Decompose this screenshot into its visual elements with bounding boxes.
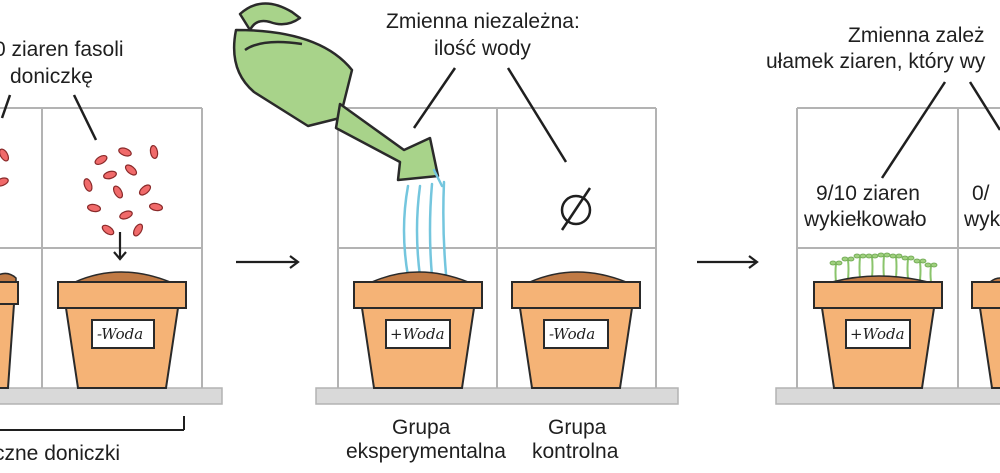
bean-icon: [81, 144, 164, 238]
group-control-line1: Grupa: [548, 416, 607, 439]
watering-can-icon: [232, 2, 440, 182]
panel-3-leader-left: [880, 81, 947, 179]
panel-2-shelf: [315, 387, 679, 405]
panel-1-caption-line2: doniczkę: [10, 65, 93, 88]
panel-2-grid: [337, 107, 657, 388]
pot-with-water: +Woda: [353, 271, 483, 389]
panel-3-leader-right: [968, 81, 1000, 131]
panel-2-leader-right: [506, 67, 568, 163]
pot-left-partial: [0, 272, 19, 389]
panel-1-caption-leader: [72, 94, 98, 141]
panel-1-setup: 0 ziaren fasoli doniczkę: [0, 38, 223, 465]
group-control-line2: kontrolna: [532, 440, 619, 463]
panel-1-grid: [0, 107, 203, 388]
panel-2-caption-line2: ilość wody: [434, 37, 531, 60]
result-control-line1: 0/: [972, 182, 990, 205]
arrow-right-1: [236, 255, 300, 269]
panel-3-results: Zmienna zależ ułamek ziaren, który wy 9/…: [766, 24, 1000, 405]
empty-set-icon: [560, 187, 592, 231]
panel-2-leader-left: [412, 67, 457, 129]
pot-result-partial: [971, 277, 1000, 389]
bean-icon-left: [0, 147, 11, 189]
panel-3-caption-line2: ułamek ziaren, który wy: [766, 50, 986, 73]
group-experimental-line2: eksperymentalna: [346, 440, 506, 463]
panel-3-shelf: [775, 387, 1000, 405]
panel-1-shelf: [0, 387, 223, 405]
pot-no-water: -Woda: [57, 271, 187, 389]
arrow-right-2: [697, 255, 759, 269]
drop-arrow: [113, 232, 127, 261]
pot-label-plus-water: +Woda: [390, 325, 445, 343]
panel-3-grid: [796, 107, 1000, 388]
panel-1-caption-leader-left: [0, 94, 12, 119]
bottom-bracket: [0, 416, 185, 431]
sprout-icon: [829, 252, 938, 283]
water-stream: [402, 168, 448, 278]
panel-2-caption-line1: Zmienna niezależna:: [386, 10, 580, 33]
panel-1-bottom-caption: czne doniczki: [0, 442, 120, 465]
pot-result-germinated: +Woda: [813, 275, 943, 389]
result-germinated-line2: wykiełkowało: [803, 208, 927, 231]
group-experimental-line1: Grupa: [392, 416, 451, 439]
pot-label-result: +Woda: [850, 325, 905, 343]
result-control-line2: wyk: [963, 208, 1000, 231]
result-germinated-line1: 9/10 ziaren: [816, 182, 920, 205]
panel-1-caption-line1: 0 ziaren fasoli: [0, 38, 124, 61]
pot-without-water: -Woda: [511, 271, 641, 389]
pot-label: -Woda: [97, 325, 143, 343]
pot-label-minus-water: -Woda: [549, 325, 595, 343]
panel-2-treatment: Zmienna niezależna: ilość wody: [232, 2, 679, 463]
panel-3-caption-line1: Zmienna zależ: [848, 24, 985, 47]
